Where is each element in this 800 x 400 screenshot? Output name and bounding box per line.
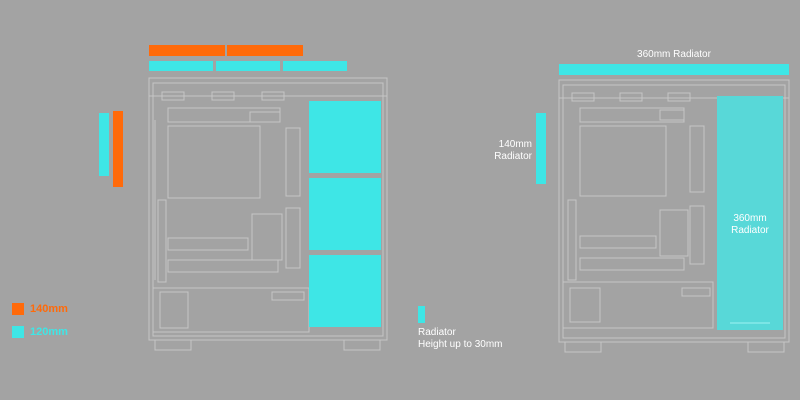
left-top-120-fan-3 xyxy=(283,61,347,71)
right-rear-140-radiator xyxy=(536,113,546,184)
left-top-140-fan-2 xyxy=(227,45,303,56)
radiator-note-line2: Height up to 30mm xyxy=(418,339,503,350)
right-rear-radiator-label-1: 140mm xyxy=(498,139,532,150)
legend-label-120: 120mm xyxy=(30,326,68,338)
left-top-120-fan-1 xyxy=(149,61,213,71)
left-front-120-fan-3 xyxy=(309,255,381,327)
right-front-radiator-label-1: 360mm xyxy=(733,213,767,224)
left-rear-140-fan xyxy=(113,111,123,187)
left-case-outline xyxy=(148,77,388,351)
right-rear-radiator-label-2: Radiator xyxy=(494,151,532,162)
right-top-radiator-label: 360mm Radiator xyxy=(637,49,711,60)
left-top-140-fan-1 xyxy=(149,45,225,56)
left-top-120-fan-2 xyxy=(216,61,280,71)
right-top-360-radiator xyxy=(559,64,789,75)
left-front-120-fan-1 xyxy=(309,101,381,173)
left-front-120-fan-2 xyxy=(309,178,381,250)
radiator-note-line1: Radiator xyxy=(418,327,456,338)
legend-label-140: 140mm xyxy=(30,303,68,315)
right-front-360-radiator xyxy=(717,96,783,330)
legend-swatch-140 xyxy=(12,303,24,315)
right-front-radiator-label-2: Radiator xyxy=(731,225,769,236)
left-rear-120-fan xyxy=(99,113,109,176)
legend-swatch-120 xyxy=(12,326,24,338)
radiator-height-marker xyxy=(418,306,425,323)
